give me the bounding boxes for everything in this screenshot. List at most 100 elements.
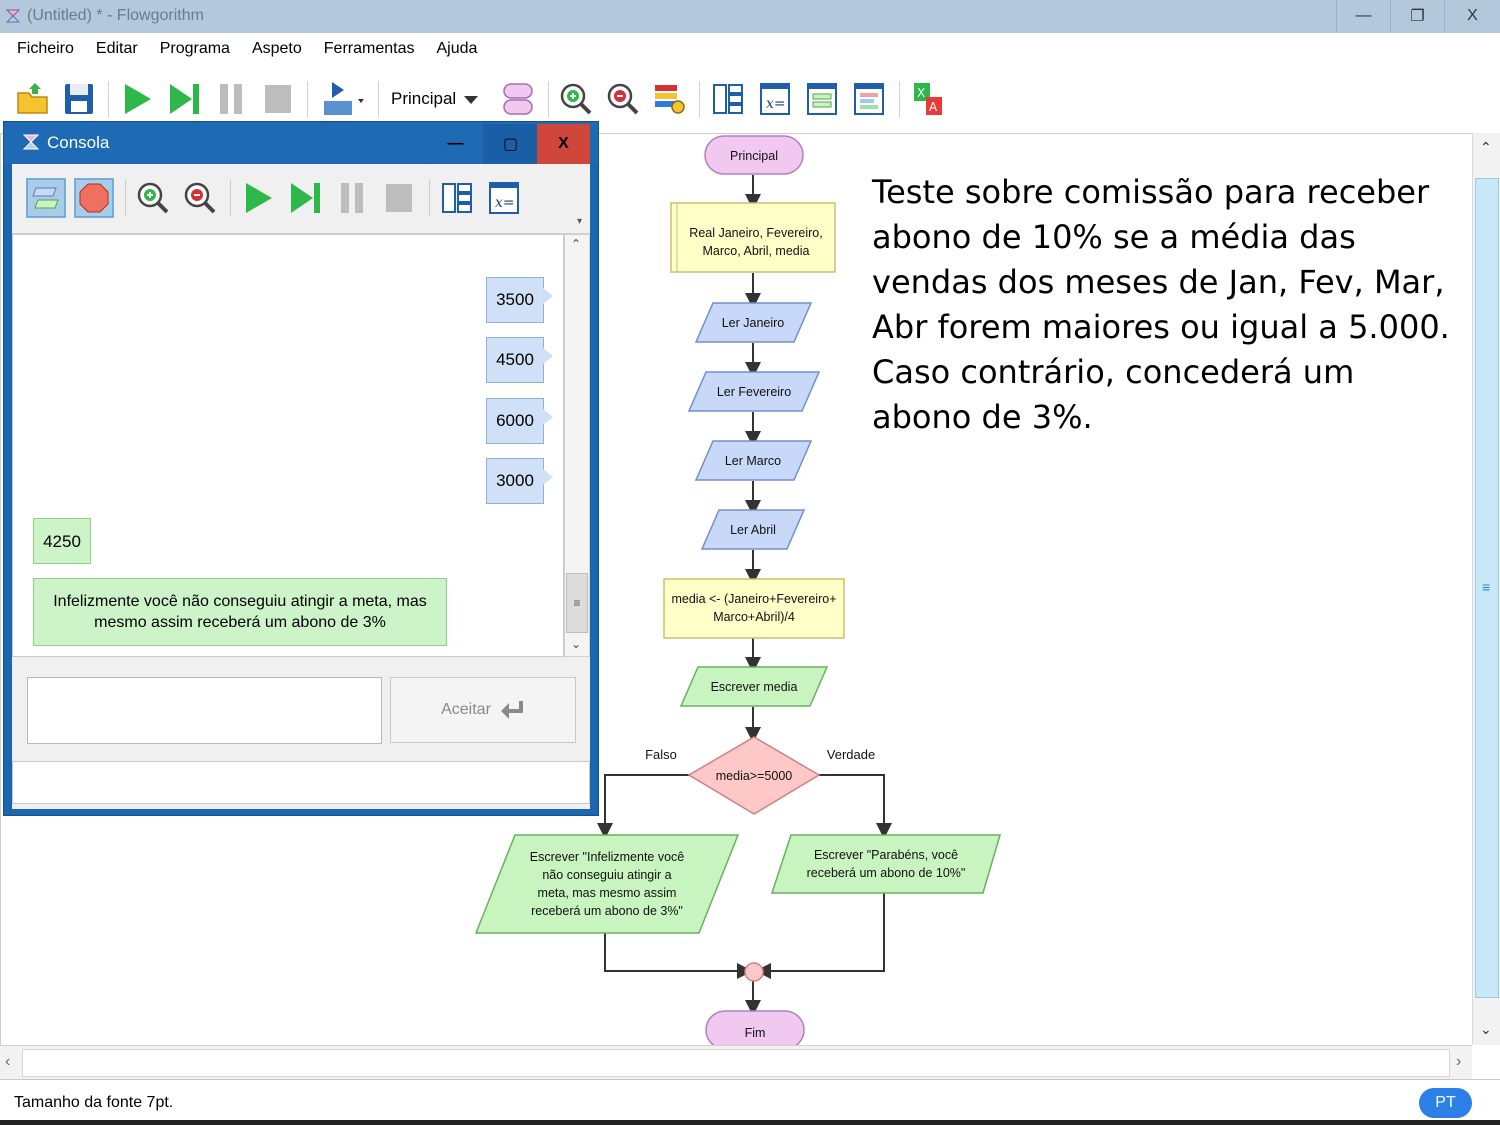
- start-label: Principal: [730, 149, 778, 163]
- language-badge[interactable]: PT: [1419, 1088, 1472, 1118]
- translate-icon[interactable]: X A: [908, 79, 948, 119]
- input-bubble: 3000: [486, 458, 553, 504]
- chart-view-icon[interactable]: [849, 79, 889, 119]
- scroll-left-icon[interactable]: ‹: [5, 1053, 11, 1070]
- assign-line-2: Marco+Abril)/4: [713, 610, 795, 624]
- scroll-right-icon[interactable]: ›: [1456, 1053, 1462, 1070]
- minimize-icon: —: [447, 135, 464, 152]
- declare-node: [670, 202, 836, 273]
- console-window: Consola — ▢ X: [3, 121, 599, 816]
- console-variables-icon[interactable]: x=: [484, 178, 524, 218]
- console-close-button[interactable]: X: [537, 124, 590, 164]
- console-scrollbar[interactable]: ⌃ ≡ ⌄: [564, 234, 590, 657]
- console-run-icon[interactable]: [238, 178, 278, 218]
- panels-icon[interactable]: [708, 79, 748, 119]
- overflow-chevron-icon[interactable]: ▾: [577, 216, 583, 227]
- scroll-down-icon[interactable]: ⌄: [1480, 1021, 1492, 1037]
- accept-button[interactable]: Aceitar: [390, 677, 576, 743]
- close-icon: X: [558, 135, 569, 152]
- taskbar-edge: [0, 1120, 1500, 1125]
- console-input-field[interactable]: [27, 677, 382, 744]
- chat-mode-icon[interactable]: [26, 178, 66, 218]
- console-panels-icon[interactable]: [437, 178, 477, 218]
- variables-icon[interactable]: x=: [755, 79, 795, 119]
- merge-node: [744, 962, 764, 982]
- vertical-scroll-thumb[interactable]: ≡: [1475, 178, 1499, 998]
- declare-line-2: Marco, Abril, media: [703, 244, 810, 258]
- zoom-in-icon[interactable]: [556, 79, 596, 119]
- console-minimize-button[interactable]: —: [428, 124, 483, 164]
- svg-text:A: A: [929, 100, 938, 114]
- chevron-down-icon[interactable]: [460, 79, 482, 119]
- svg-text:x=: x=: [495, 195, 515, 211]
- console-step-icon[interactable]: [285, 178, 325, 218]
- pause-icon[interactable]: [211, 79, 251, 119]
- flowgorithm-app-icon: [5, 9, 21, 23]
- source-code-icon[interactable]: [802, 79, 842, 119]
- svg-text:x=: x=: [766, 96, 786, 112]
- menu-programa[interactable]: Programa: [159, 40, 230, 57]
- vertical-scrollbar[interactable]: ⌃ ≡ ⌄: [1472, 133, 1500, 1045]
- enter-icon: [500, 701, 523, 719]
- accept-label: Aceitar: [441, 701, 491, 718]
- functions-icon[interactable]: [498, 79, 538, 119]
- exercise-description: Teste sobre comissão para receber abono …: [872, 173, 1450, 436]
- false-branch-label: Falso: [645, 747, 677, 762]
- restore-icon: ❐: [1410, 8, 1425, 25]
- zoom-out-icon[interactable]: [603, 79, 643, 119]
- minimize-button[interactable]: —: [1336, 0, 1390, 32]
- console-title-bar[interactable]: Consola — ▢ X: [4, 122, 598, 164]
- close-button[interactable]: X: [1444, 0, 1500, 32]
- menu-bar: Ficheiro Editar Programa Aspeto Ferramen…: [0, 33, 1500, 65]
- decision-label: media>=5000: [716, 769, 793, 783]
- run-icon[interactable]: [117, 79, 157, 119]
- console-scroll-thumb[interactable]: ≡: [566, 573, 588, 633]
- horizontal-scrollbar[interactable]: ‹ ›: [0, 1045, 1472, 1079]
- menu-ajuda[interactable]: Ajuda: [436, 40, 478, 57]
- false-output-node: [474, 834, 740, 934]
- false-output-line-3: meta, mas mesmo assim: [538, 886, 677, 900]
- input-node: [694, 302, 813, 343]
- svg-text:X: X: [917, 86, 925, 100]
- true-output-node: [770, 834, 1002, 894]
- console-scroll-down-icon[interactable]: ⌄: [571, 637, 582, 651]
- output-message-bubble: Infelizmente você não conseguiu atingir …: [33, 578, 447, 646]
- save-icon[interactable]: [59, 79, 99, 119]
- input-label-4: Ler Abril: [730, 523, 776, 537]
- console-maximize-button[interactable]: ▢: [483, 124, 538, 164]
- end-node: [705, 1010, 805, 1046]
- false-output-line-1: Escrever "Infelizmente você: [530, 850, 685, 864]
- output-media-label: Escrever media: [711, 680, 798, 694]
- console-pause-icon[interactable]: [332, 178, 372, 218]
- input-bubble: 4500: [486, 337, 553, 383]
- layout-settings-icon[interactable]: [650, 79, 690, 119]
- restore-button[interactable]: ❐: [1390, 0, 1444, 32]
- console-body: x= ▾ 3500 4500 6000 3000 4250 Infelizmen…: [12, 164, 590, 809]
- stop-sign-icon[interactable]: [74, 178, 114, 218]
- input-label-2: Ler Fevereiro: [717, 385, 791, 399]
- function-selector[interactable]: Principal: [391, 89, 457, 108]
- minimize-icon: —: [1355, 7, 1372, 24]
- step-icon[interactable]: [164, 79, 204, 119]
- window-title: (Untitled) * - Flowgorithm: [27, 7, 204, 24]
- start-node: [704, 135, 804, 175]
- run-speed-icon[interactable]: [318, 79, 368, 119]
- console-zoom-out-icon[interactable]: [180, 178, 220, 218]
- menu-ficheiro[interactable]: Ficheiro: [17, 40, 74, 57]
- input-bubble: 6000: [486, 398, 553, 444]
- console-zoom-in-icon[interactable]: [133, 178, 173, 218]
- horizontal-scroll-thumb[interactable]: [22, 1049, 1450, 1077]
- menu-editar[interactable]: Editar: [95, 40, 138, 57]
- menu-ferramentas[interactable]: Ferramentas: [323, 40, 415, 57]
- console-stop-icon[interactable]: [379, 178, 419, 218]
- menu-aspeto[interactable]: Aspeto: [251, 40, 302, 57]
- status-bar: Tamanho da fonte 7pt. PT: [0, 1079, 1500, 1125]
- stop-icon[interactable]: [258, 79, 298, 119]
- input-node: [700, 509, 806, 550]
- true-output-line-2: receberá um abono de 10%": [807, 866, 966, 880]
- input-node: [687, 371, 821, 412]
- open-folder-icon[interactable]: [13, 79, 53, 119]
- scroll-up-icon[interactable]: ⌃: [1480, 139, 1492, 155]
- font-size-status: Tamanho da fonte 7pt.: [14, 1094, 174, 1111]
- console-scroll-up-icon[interactable]: ⌃: [571, 237, 582, 251]
